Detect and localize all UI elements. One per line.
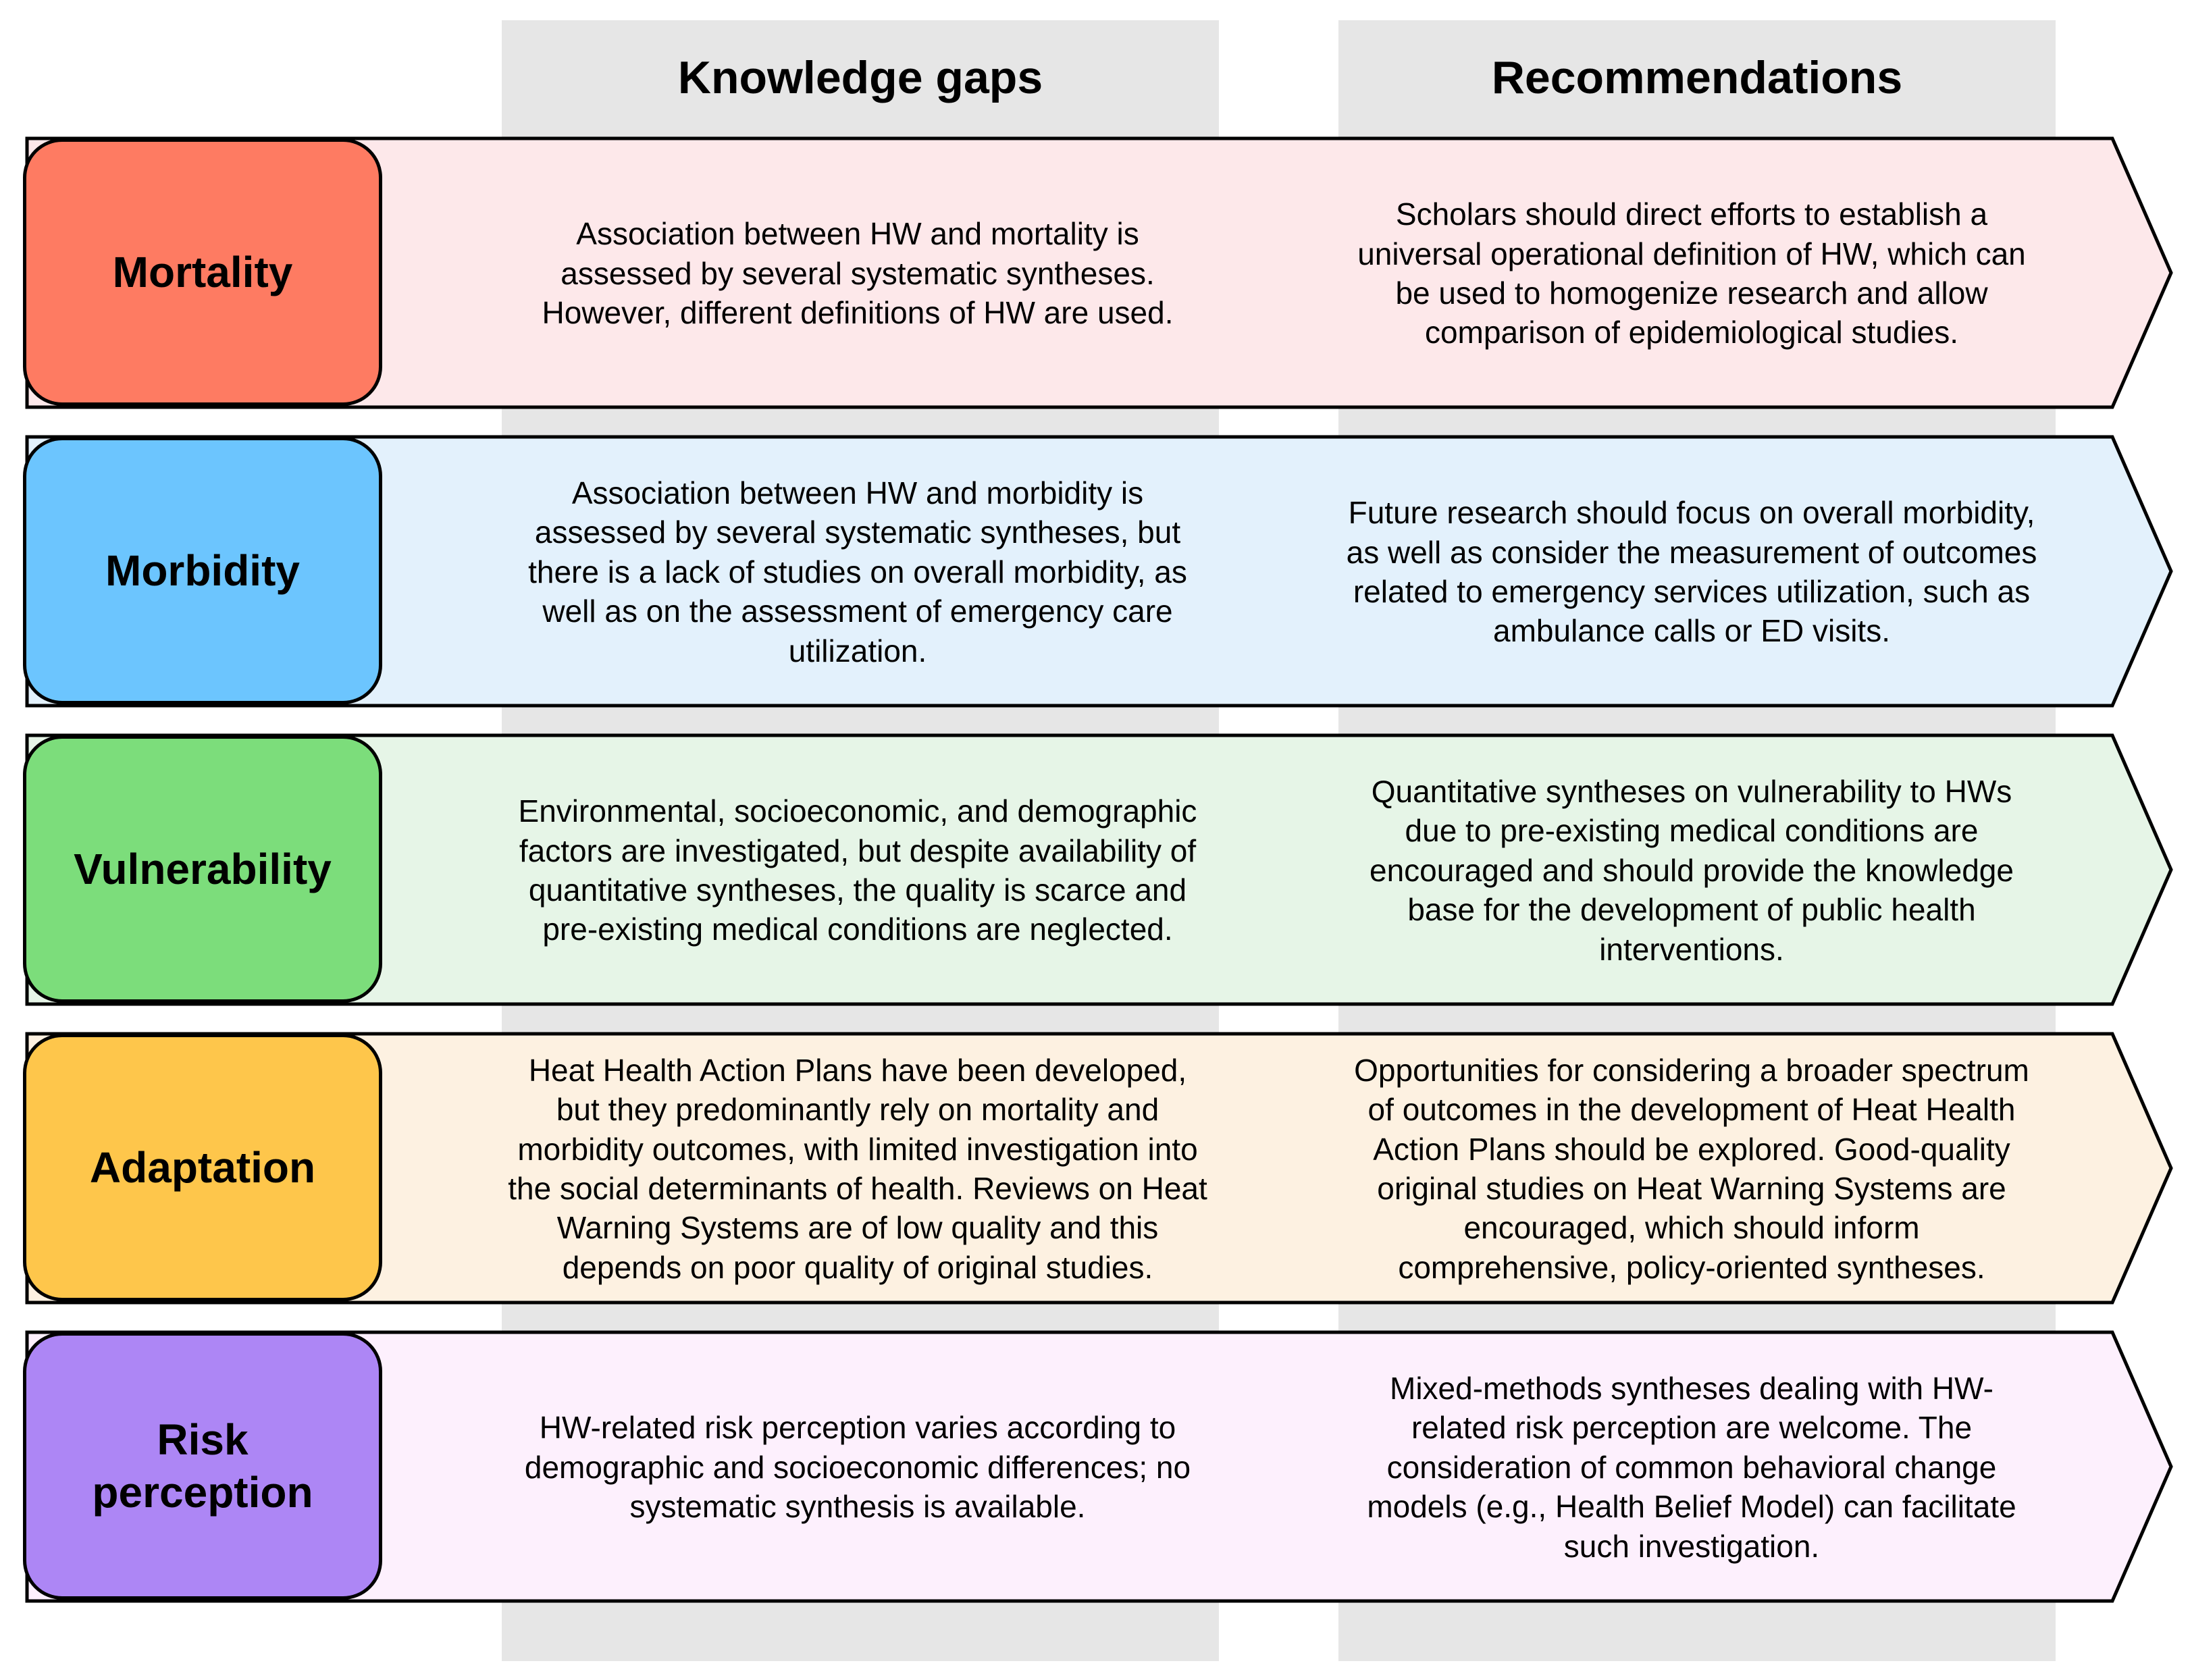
category-label: Morbidity [23, 437, 382, 704]
recommendation-text: Scholars should direct efforts to establ… [1357, 196, 2026, 350]
category-label: Mortality [23, 138, 382, 406]
category-label: Vulnerability [23, 735, 382, 1003]
recommendations-header: Recommendations [1491, 52, 1903, 103]
row-morbidity: Morbidity Association between HW and mor… [0, 435, 2190, 708]
knowledge-gap-text: Environmental, socioeconomic, and demogr… [518, 793, 1197, 947]
recommendation-text: Future research should focus on overall … [1346, 495, 2037, 649]
recommendation-text: Quantitative syntheses on vulnerability … [1370, 773, 2014, 967]
category-label: Adaptation [23, 1034, 382, 1301]
knowledge-gap-text: Association between HW and morbidity is … [528, 475, 1187, 668]
recommendation-text: Mixed-methods syntheses dealing with HW-… [1367, 1370, 2016, 1564]
knowledge-gap-text: HW-related risk perception varies accord… [524, 1410, 1191, 1525]
row-adaptation: Adaptation Heat Health Action Plans have… [0, 1032, 2190, 1305]
knowledge-gap-text: Heat Health Action Plans have been devel… [508, 1052, 1207, 1285]
recommendation-text: Opportunities for considering a broader … [1354, 1052, 2029, 1285]
row-mortality: Mortality Association between HW and mor… [0, 136, 2190, 409]
row-vulnerability: Vulnerability Environmental, socioeconom… [0, 733, 2190, 1006]
knowledge-gaps-header: Knowledge gaps [677, 52, 1043, 103]
knowledge-gap-text: Association between HW and mortality is … [542, 216, 1174, 331]
category-label: Risk perception [23, 1332, 382, 1600]
row-risk-perception: Risk perception HW-related risk percepti… [0, 1330, 2190, 1603]
